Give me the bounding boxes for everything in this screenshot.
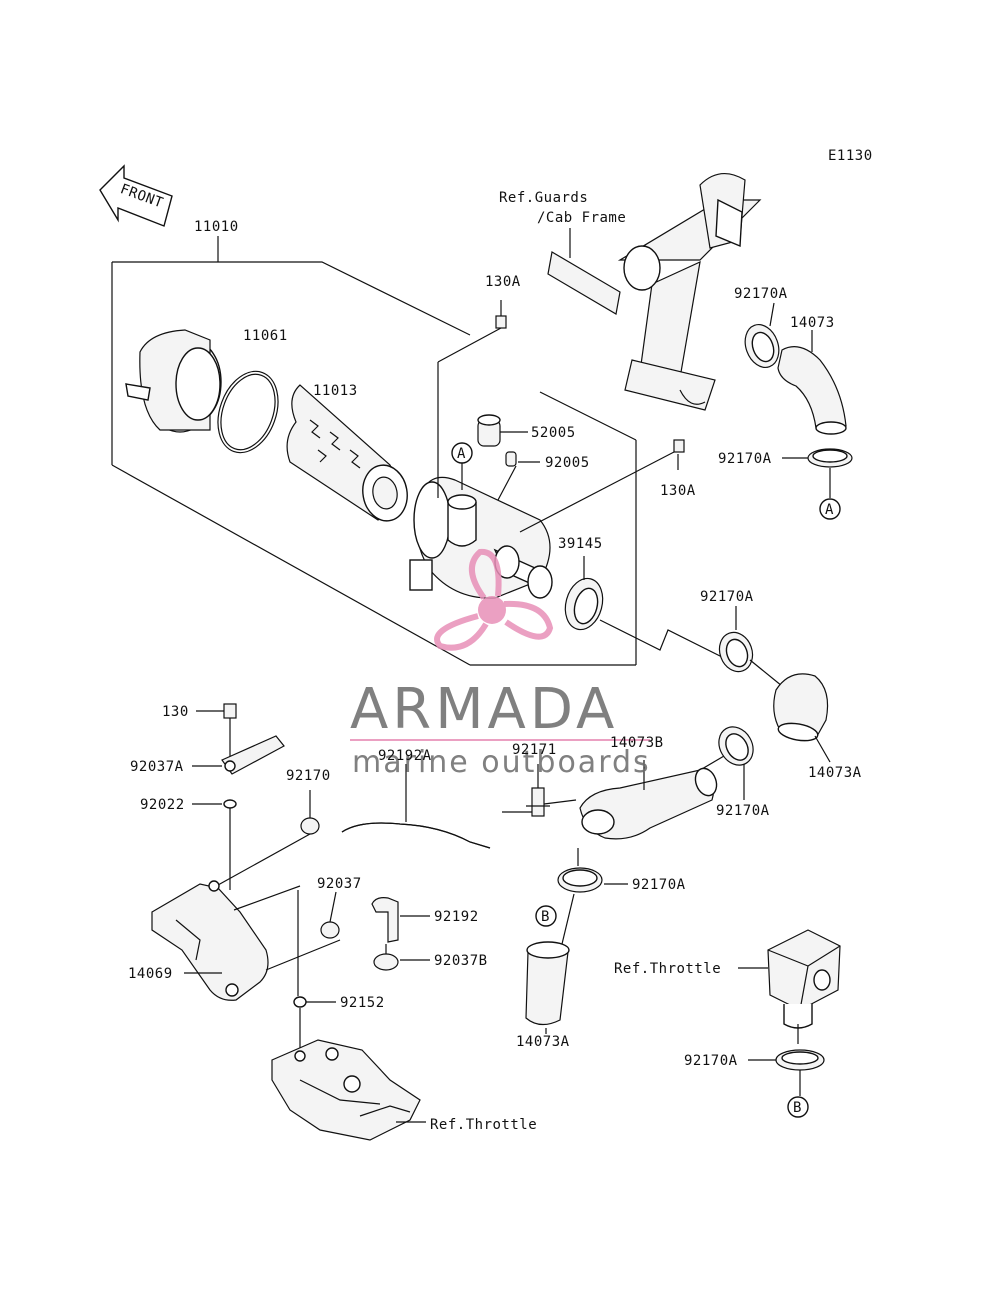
label-ref-cab-frame: /Cab Frame: [537, 210, 626, 226]
label-92192: 92192: [434, 909, 479, 925]
marker-a-right: A: [819, 498, 841, 520]
label-52005: 52005: [531, 425, 576, 441]
hose-clamp-92170: [199, 790, 320, 896]
bolt-130A-top: [437, 300, 507, 498]
label-14073A-2: 14073A: [516, 1034, 570, 1050]
washer-92022: [192, 799, 237, 890]
label-130A-top: 130A: [485, 274, 521, 290]
filter-element: [286, 384, 408, 522]
label-92152: 92152: [340, 995, 385, 1011]
label-ref-throttle-right: Ref.Throttle: [614, 961, 721, 977]
label-92170: 92170: [286, 768, 331, 784]
figure-code: E1130: [828, 148, 873, 164]
label-14069: 14069: [128, 966, 173, 982]
label-11061: 11061: [243, 328, 288, 344]
marker-b-left: B: [535, 905, 557, 927]
part-labels: 11010 11061 11013 130A 52005 92005 130A …: [128, 190, 862, 1133]
propeller-logo-icon: [434, 548, 554, 651]
label-92171: 92171: [512, 742, 557, 758]
cap-52005: [477, 414, 501, 447]
label-11010: 11010: [194, 219, 239, 235]
hose-elbow-92192: [371, 897, 430, 943]
label-14073: 14073: [790, 315, 835, 331]
label-92170A-3: 92170A: [700, 589, 754, 605]
elbow-14073A-upper: [773, 673, 831, 763]
label-92192A: 92192A: [378, 748, 432, 764]
watermark-tagline: marine outboards: [352, 745, 651, 780]
svg-text:A: A: [457, 446, 466, 462]
label-92170A-4: 92170A: [716, 803, 770, 819]
duct-14073B: [579, 760, 718, 840]
label-ref-guards: Ref.Guards: [499, 190, 588, 206]
label-92170A-5: 92170A: [632, 877, 686, 893]
label-92037B: 92037B: [434, 953, 488, 969]
label-92170A-2: 92170A: [718, 451, 772, 467]
cab-frame-reference: [547, 173, 762, 411]
air-cleaner-cap: [125, 329, 222, 433]
svg-text:B: B: [541, 909, 550, 925]
svg-text:A: A: [825, 502, 834, 518]
svg-text:B: B: [793, 1100, 802, 1116]
label-ref-throttle-bottom: Ref.Throttle: [430, 1117, 537, 1133]
hose-clamp-92170A-3: [718, 606, 783, 687]
air-cleaner-assembly-bracket: [111, 236, 637, 666]
label-92005: 92005: [545, 455, 590, 471]
hose-clamp-92170A-5: [557, 848, 628, 945]
bracket-92037A: [192, 735, 285, 775]
bolt-130: [196, 703, 237, 760]
label-14073A-1: 14073A: [808, 765, 862, 781]
label-11013: 11013: [313, 383, 358, 399]
hose-92192A: [341, 764, 491, 849]
hose-clamp-92170A-6: [748, 1049, 825, 1096]
label-14073B: 14073B: [610, 735, 664, 751]
throttle-body-reference-right: [738, 929, 841, 1044]
label-130A-right: 130A: [660, 483, 696, 499]
o-ring: [217, 370, 279, 454]
air-cleaner-housing: [409, 476, 553, 599]
watermark-brand: ARMADA: [350, 677, 618, 742]
marker-b-right: B: [787, 1096, 809, 1118]
hose-clamp-92170A-1: [744, 302, 780, 368]
throttle-reference-bottom: [271, 1039, 426, 1141]
label-92170A-6: 92170A: [684, 1053, 738, 1069]
hose-clamp-92170A-2: [782, 448, 853, 498]
washer-92152: [293, 890, 336, 1050]
label-92037A: 92037A: [130, 759, 184, 775]
elbow-hose-14073: [777, 330, 847, 435]
bracket-14069: [151, 880, 341, 1001]
label-92022: 92022: [140, 797, 185, 813]
hose-clamp-92037B: [373, 944, 430, 971]
label-39145: 39145: [558, 536, 603, 552]
marker-a-housing: A: [451, 442, 473, 490]
plug-92005: [505, 451, 517, 467]
fitting-92171: [502, 764, 577, 817]
label-92170A-1: 92170A: [734, 286, 788, 302]
armada-watermark: ARMADA marine outboards: [350, 548, 651, 780]
bolt-130A-right: [519, 439, 685, 533]
sleeve-14073A-lower: [525, 941, 570, 1034]
label-130: 130: [162, 704, 189, 720]
label-92037: 92037: [317, 876, 362, 892]
hose-clamp-92037: [320, 891, 340, 939]
clamp-39145: [564, 556, 604, 631]
hose-clamp-92170A-4: [689, 726, 754, 800]
front-arrow-icon: FRONT: [99, 164, 173, 227]
